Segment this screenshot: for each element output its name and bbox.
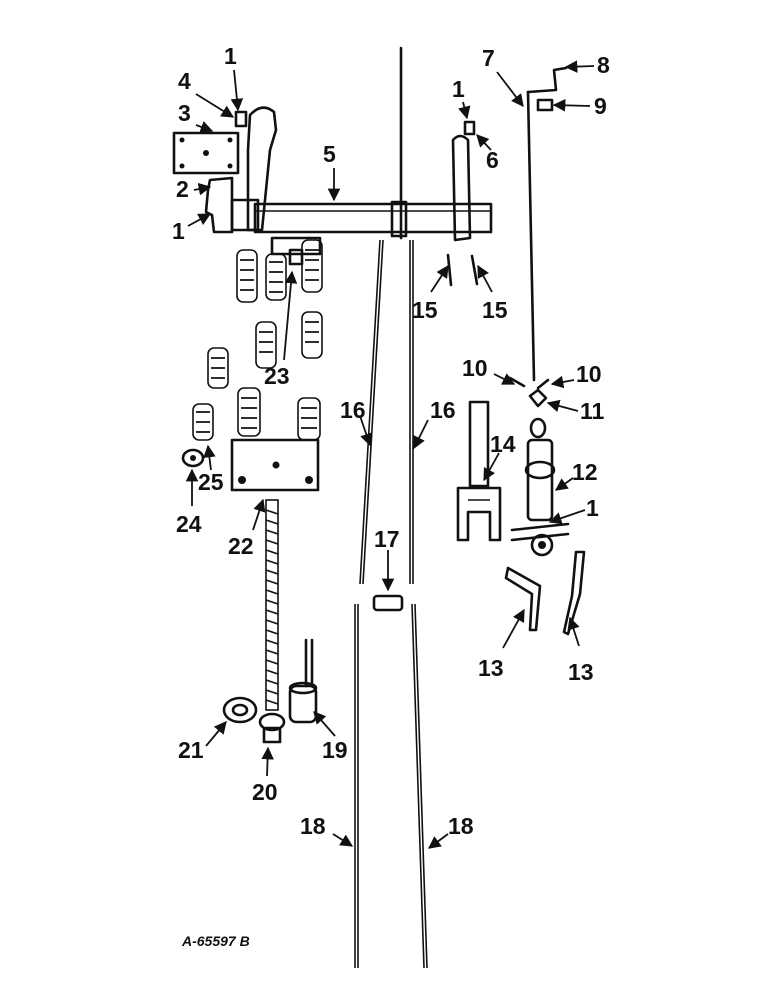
callout-12: 12 [572,459,598,485]
right-shaft-arm [451,134,472,242]
callout-4: 4 [178,68,191,94]
callout-10-left: 10 [462,355,488,381]
callout-5: 5 [323,141,336,167]
spring-cup [181,448,205,468]
trunnion-11 [528,388,548,439]
callout-22: 22 [228,533,254,559]
callout-15-left: 15 [412,297,438,323]
callout-18-right: 18 [448,813,474,839]
callout-15-right: 15 [482,297,508,323]
connector-17 [372,594,404,612]
small-nut [234,110,248,128]
leader-lines [185,60,595,849]
brackets-13 [504,550,586,636]
callout-18-left: 18 [300,813,326,839]
spring-set [192,239,323,441]
callout-1-right: 1 [586,495,599,521]
clip-pins-10 [508,376,550,390]
callout-14: 14 [490,431,516,457]
callout-25: 25 [198,469,224,495]
rod-16-left [359,239,384,585]
spring-base-block [230,438,320,492]
rod-end-9 [536,98,554,112]
bushing [288,638,318,724]
callout-1-top-left: 1 [224,43,237,69]
callout-8: 8 [597,52,610,78]
callout-16-right: 16 [430,397,456,423]
callout-13-right: 13 [568,659,594,685]
callout-11: 11 [580,398,605,424]
callout-labels: 1 4 3 2 1 5 1 6 7 8 9 15 15 10 10 11 16 … [172,43,610,839]
small-nut-right [463,120,476,136]
callout-9: 9 [594,93,607,119]
drawing-number: A-65597 B [181,933,250,949]
bearing [222,696,258,724]
shaft-collar [390,200,408,238]
callout-1-left: 1 [172,218,185,244]
rod-18-left [354,604,359,968]
callout-2: 2 [176,176,189,202]
callout-21: 21 [178,737,204,763]
callout-16-left: 16 [340,397,366,423]
mounting-plate [172,131,240,175]
callout-1-top-right: 1 [452,76,465,102]
callout-3: 3 [178,100,191,126]
callout-10-right: 10 [576,361,602,387]
callout-19: 19 [322,737,348,763]
fork-14 [456,400,502,542]
pins-15 [446,253,479,287]
callout-23: 23 [264,363,290,389]
rod-18-right [411,603,428,969]
callout-7: 7 [482,45,495,71]
callout-20: 20 [252,779,278,805]
threaded-rod [258,499,286,744]
control-rod [526,66,568,382]
cross-shaft [230,198,493,234]
callout-17: 17 [374,526,400,552]
rod-16-right [409,240,414,584]
callout-6: 6 [486,147,499,173]
left-shaft-arm [246,106,278,232]
cylinder-12 [510,438,570,557]
shaft-clamp [204,176,234,234]
callout-13-left: 13 [478,655,504,681]
callout-24: 24 [176,511,202,537]
